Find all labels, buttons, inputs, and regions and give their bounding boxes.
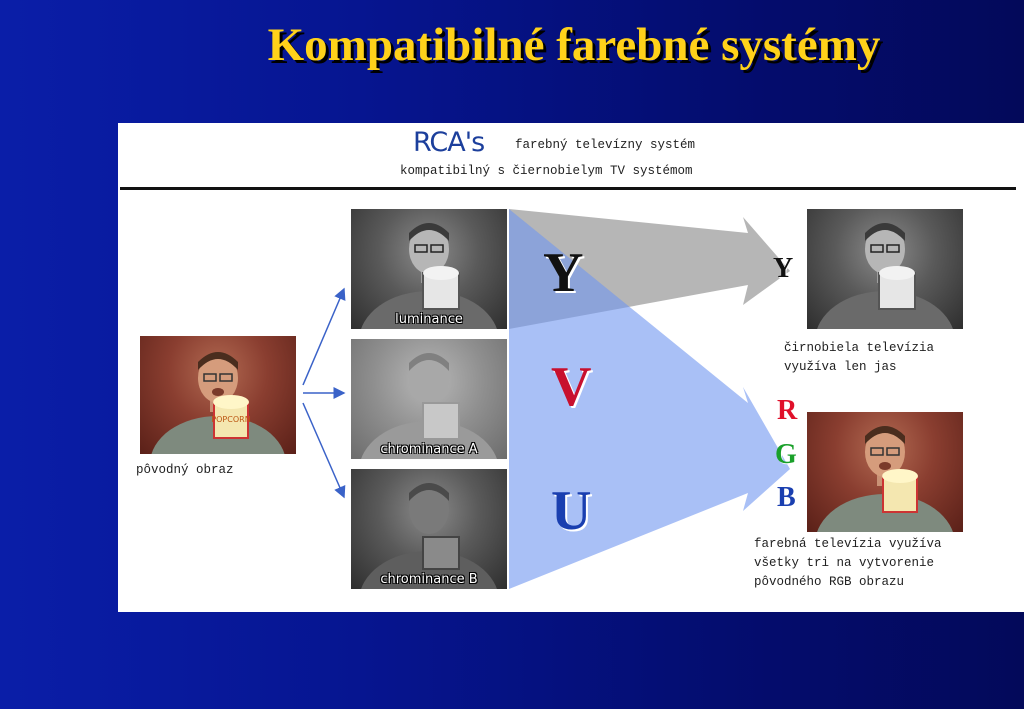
chrominance-b-label: chrominance B [380, 572, 478, 587]
y-small-letter: Y [773, 253, 794, 284]
color-output-image [807, 412, 963, 532]
person-illustration [817, 426, 953, 532]
original-caption: pôvodný obraz [136, 463, 234, 477]
r-letter: R [777, 395, 798, 426]
b-letter: B [777, 482, 796, 513]
luminance-label: luminance [395, 312, 463, 327]
header-line-2: kompatibilný s čiernobielym TV systémom [400, 164, 693, 178]
person-illustration [361, 353, 497, 459]
arrow-to-chrominance-b [302, 402, 346, 499]
person-illustration [361, 223, 497, 329]
popcorn-text: POPCORN [211, 415, 250, 424]
original-image: POPCORN [140, 336, 296, 454]
slide-title: Kompatibilné farebné systémy [267, 19, 881, 71]
diagram-panel: RCA's farebný televízny systém kompatibi… [118, 123, 1024, 612]
chrominance-a-image: chrominance A [351, 339, 507, 459]
bw-output-image [807, 209, 963, 329]
chrominance-a-label: chrominance A [380, 442, 478, 457]
rca-logo: RCA's [413, 127, 485, 158]
person-illustration [817, 223, 953, 329]
person-illustration [361, 483, 497, 589]
luminance-image: luminance [351, 209, 507, 329]
person-illustration: POPCORN [151, 352, 285, 454]
bw-caption: čirnobiela televízia využíva len jas [784, 341, 935, 374]
header-line-1: farebný televízny systém [515, 138, 696, 152]
y-letter: Y [543, 242, 584, 304]
v-letter: V [551, 356, 592, 418]
color-caption: farebná televízia využíva všetky tri na … [754, 537, 942, 589]
header-divider [120, 187, 1016, 190]
arrow-to-luminance [302, 287, 346, 386]
chrominance-b-image: chrominance B [351, 469, 507, 589]
u-letter: U [551, 480, 592, 542]
g-letter: G [775, 439, 797, 470]
